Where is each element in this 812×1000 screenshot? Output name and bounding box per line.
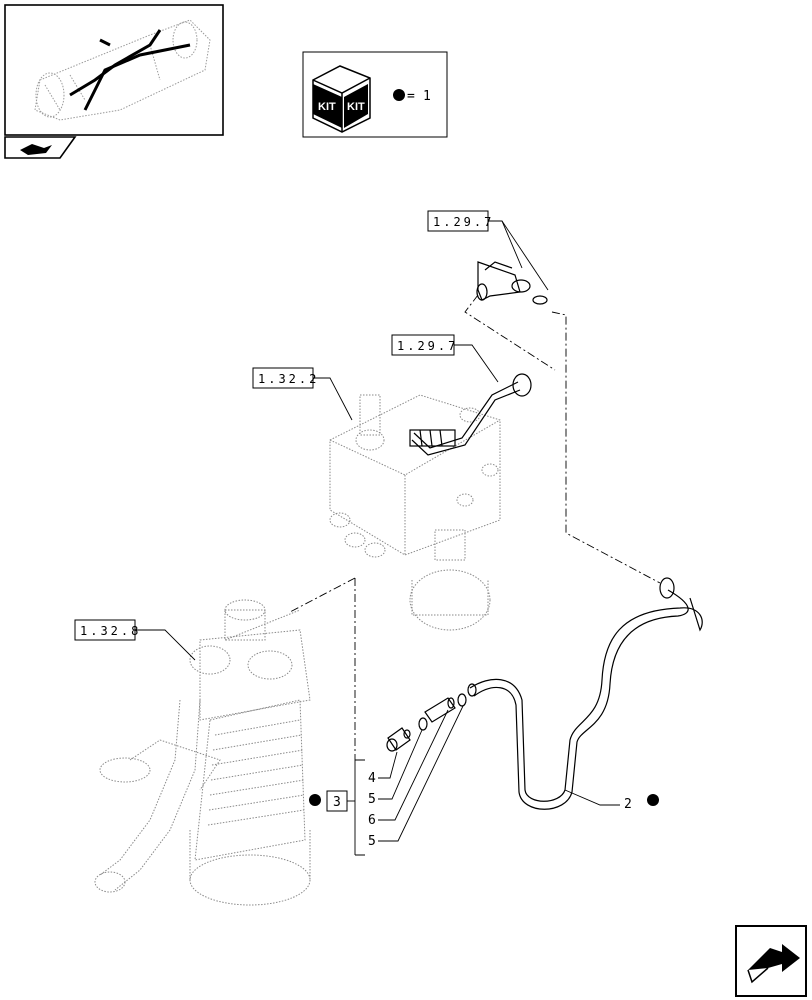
kit-dot-icon [393,89,405,101]
filter-housing-ghost [94,599,311,906]
reference-label-valve[interactable]: 1.32.2 [252,367,319,389]
view-tab[interactable] [4,136,77,159]
part-label-2: 5 [368,792,376,807]
sealing-washer-2 [457,693,467,707]
reference-label-top[interactable]: 1.29.7 [427,210,494,232]
forward-arrow-icon [747,944,800,984]
kit-text-left: KIT [318,101,336,113]
kit-number: 3 [333,795,341,810]
hose-assembly [409,373,532,456]
reference-label-filter[interactable]: 1.32.8 [74,619,141,641]
pipe-dot-marker [647,794,659,806]
reference-label-filter-text: 1.32.8 [80,624,141,638]
part-label-1: 4 [368,771,376,786]
dashdot-link-4 [289,577,356,613]
reference-label-top-text: 1.29.7 [433,215,494,229]
connector-tube [424,697,456,723]
reference-label-mid[interactable]: 1.29.7 [391,334,458,356]
part-label-4: 5 [368,834,376,849]
dashdot-link-1 [464,294,556,371]
reference-label-mid-text: 1.29.7 [397,339,458,353]
union-fitting [386,727,411,752]
next-page-button[interactable] [735,925,807,997]
sealing-washer-1 [418,717,428,731]
kit-callout: 3 [309,790,348,812]
thumbnail-panel [4,4,224,136]
pipe-number: 2 [624,797,632,812]
pipe [467,577,703,810]
kit-box-icon: KIT KIT [312,65,371,133]
kit-legend-box: KIT KIT = 1 [302,51,448,138]
kit-text-right: KIT [347,101,365,113]
kit-dot-marker [309,794,321,806]
pipe-callout: 2 [564,789,659,812]
kit-value: 1 [423,89,431,104]
part-stack-labels: 4 5 6 5 [368,771,376,849]
control-valve-ghost [329,394,501,631]
dashdot-link-2 [551,311,661,584]
kit-equals: = [407,89,415,104]
reference-label-valve-text: 1.32.2 [258,372,319,386]
tee-fitting [476,261,548,305]
part-label-3: 6 [368,813,376,828]
